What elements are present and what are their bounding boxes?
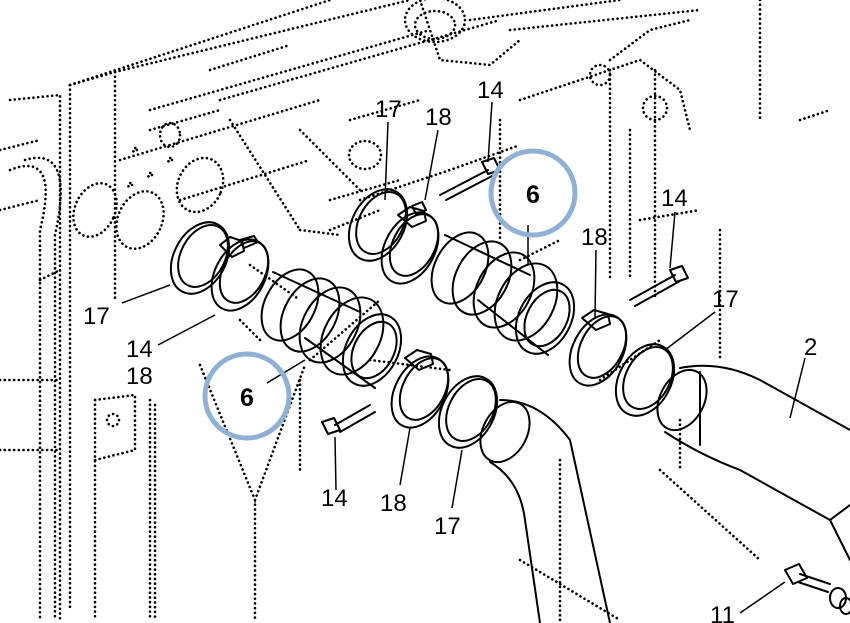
retaining-ring-right [614, 343, 676, 417]
air-pipe-lower [479, 399, 611, 623]
highlight-circle-lower [202, 351, 292, 441]
callout-17-left: 17 [83, 303, 110, 330]
callout-14-right: 14 [661, 185, 688, 212]
callout-labels: 17 18 14 6 14 18 17 2 17 14 18 6 14 18 1… [83, 77, 817, 623]
hose-clamp-left [210, 235, 270, 312]
retaining-ring-center [347, 188, 409, 262]
bellows-left [260, 268, 403, 389]
callout-18-upper: 18 [425, 104, 452, 131]
callout-17-lower: 17 [434, 513, 461, 540]
retaining-ring-lower [437, 375, 499, 449]
callout-6-lower: 6 [240, 384, 254, 412]
hose-clamp-center [380, 201, 440, 285]
highlight-circle-upper [488, 148, 578, 238]
bellows-center [430, 231, 576, 356]
callout-14-upper: 14 [477, 77, 504, 104]
callout-17-right: 17 [712, 286, 739, 313]
frame-structure [0, 0, 832, 622]
callout-6-upper: 6 [526, 181, 540, 209]
callout-17-upper: 17 [375, 96, 402, 123]
air-pipe-2 [656, 364, 850, 561]
left-coupling-assembly [169, 221, 403, 389]
bolt-right [629, 265, 689, 307]
callout-18-right: 18 [581, 224, 608, 251]
callout-18-left: 18 [126, 363, 153, 390]
callout-2: 2 [804, 334, 817, 361]
lower-coupling-assembly [321, 349, 611, 623]
bolt-11-assembly [784, 563, 850, 615]
callout-14-lower: 14 [321, 485, 348, 512]
hose-clamp-right [568, 309, 628, 387]
leader-lines [121, 101, 806, 614]
callout-14-left: 14 [126, 336, 153, 363]
bolt-lower [321, 404, 376, 435]
center-coupling-assembly [347, 157, 576, 356]
callout-18-lower: 18 [380, 490, 407, 517]
callout-11: 11 [710, 602, 735, 623]
right-coupling-assembly [568, 265, 850, 561]
